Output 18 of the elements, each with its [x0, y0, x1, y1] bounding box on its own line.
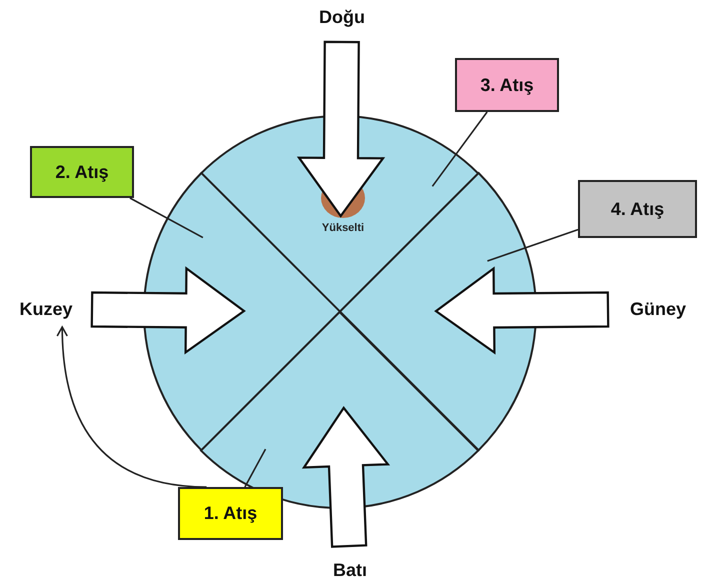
label-box: 4. Atış: [578, 180, 697, 238]
leader-line: [244, 448, 266, 488]
direction-label: Güney: [618, 294, 698, 324]
direction-label: Kuzey: [10, 294, 82, 324]
hill-caption: Yükselti: [322, 222, 364, 234]
block-arrow: [302, 406, 390, 548]
label-box: 1. Atış: [178, 487, 283, 540]
leader-line: [487, 228, 578, 262]
label-box: 2. Atış: [30, 146, 134, 198]
block-arrow: [434, 266, 610, 355]
label-box: 3. Atış: [455, 58, 559, 112]
direction-label: Batı: [322, 556, 378, 584]
direction-label: Doğu: [310, 2, 374, 32]
block-arrow: [90, 266, 246, 355]
leader-line: [432, 112, 488, 187]
leader-line: [130, 197, 204, 238]
curved-arrow: [56, 326, 207, 488]
block-arrow: [296, 40, 386, 218]
